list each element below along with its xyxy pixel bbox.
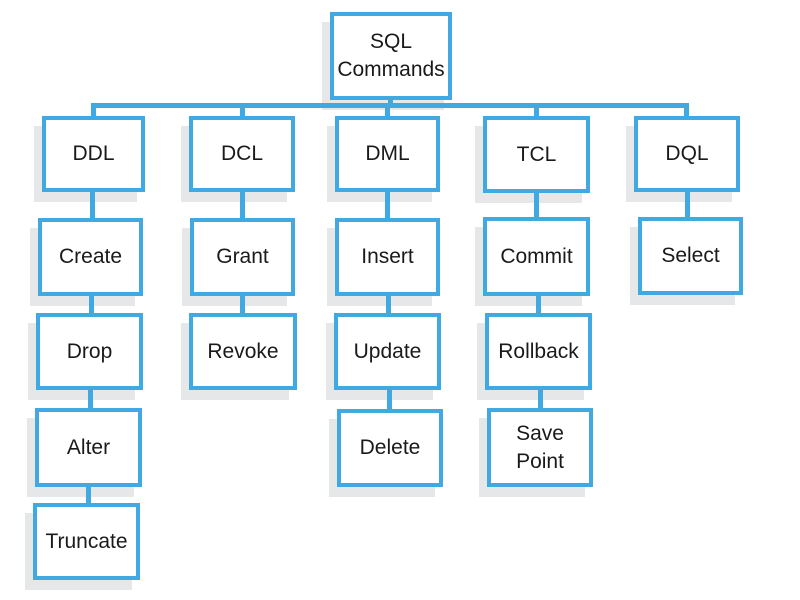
connector-ddl-create <box>90 190 95 220</box>
node-label: DCL <box>220 142 263 166</box>
node-commit: Commit <box>483 217 590 296</box>
node-tcl: TCL <box>483 116 590 193</box>
node-alter: Alter <box>35 408 142 487</box>
node-label: Delete <box>359 436 421 460</box>
node-dml: DML <box>335 116 440 192</box>
connector-grant-revoke <box>240 294 245 315</box>
connector-commit-rollback <box>536 294 541 315</box>
connector-alter-truncate <box>86 485 91 505</box>
connector-update-delete <box>387 388 392 411</box>
connector-stub-ddl <box>91 106 96 118</box>
connector-dml-insert <box>385 190 390 220</box>
node-revoke: Revoke <box>189 313 297 390</box>
connector-root-stub <box>388 97 393 106</box>
node-label: SQL Commands <box>337 30 445 81</box>
node-label: Commit <box>500 244 573 268</box>
node-sql-commands: SQL Commands <box>330 12 452 100</box>
node-label: Alter <box>66 435 111 459</box>
node-select: Select <box>638 217 743 295</box>
connector-stub-dcl <box>240 106 245 118</box>
node-delete: Delete <box>337 409 443 487</box>
connector-rollback-savepoint <box>538 388 543 410</box>
node-label: Create <box>58 245 123 269</box>
connector-stub-tcl <box>534 106 539 118</box>
node-drop: Drop <box>36 313 143 390</box>
node-label: TCL <box>516 142 557 166</box>
connector-dql-select <box>685 190 690 219</box>
connector-stub-dml <box>385 106 390 118</box>
node-label: Revoke <box>207 339 279 363</box>
connector-drop-alter <box>88 388 93 410</box>
node-label: Save Point <box>516 421 564 473</box>
node-label: Select <box>661 244 720 268</box>
connector-stub-dql <box>684 106 689 118</box>
node-label: Grant <box>216 245 269 269</box>
node-label: Truncate <box>45 529 128 553</box>
node-label: Drop <box>66 339 113 363</box>
node-label: DML <box>365 142 410 166</box>
connector-insert-update <box>386 294 391 315</box>
node-update: Update <box>334 313 441 390</box>
node-save-point: Save Point <box>487 408 593 487</box>
connector-dcl-grant <box>240 190 245 220</box>
connector-create-drop <box>89 294 94 315</box>
node-create: Create <box>38 218 143 296</box>
node-label: DQL <box>665 142 709 166</box>
node-label: Insert <box>361 245 414 269</box>
node-insert: Insert <box>335 218 440 296</box>
node-dql: DQL <box>634 116 740 192</box>
node-ddl: DDL <box>42 116 145 192</box>
node-dcl: DCL <box>189 116 295 192</box>
node-label: Rollback <box>498 339 579 363</box>
node-label: DDL <box>72 142 115 166</box>
node-rollback: Rollback <box>485 313 592 390</box>
node-grant: Grant <box>190 218 295 296</box>
node-truncate: Truncate <box>33 503 140 580</box>
node-label: Update <box>353 339 422 363</box>
connector-tcl-commit <box>534 190 539 219</box>
